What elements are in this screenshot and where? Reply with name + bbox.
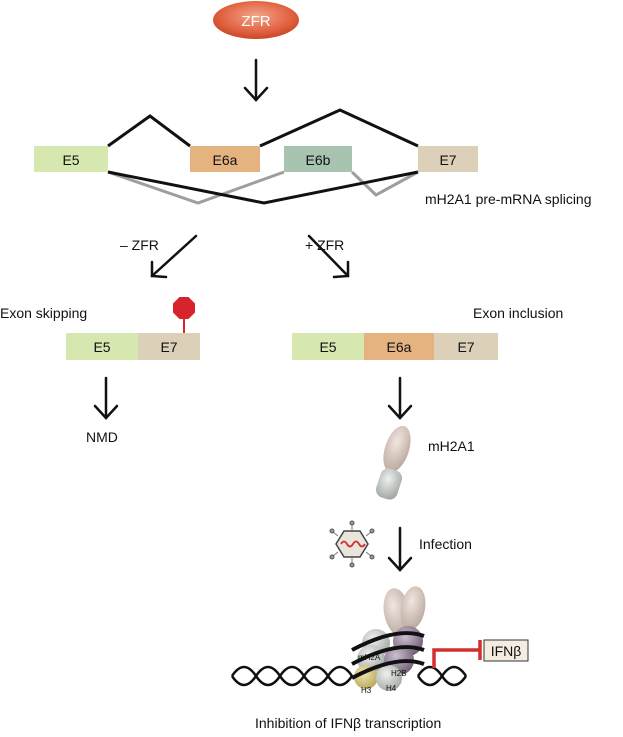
exon-e6b-box [284, 146, 352, 172]
dna-helix [230, 665, 468, 687]
histone-h2b-label: H2B [391, 669, 407, 678]
skipped-mrna: E5 E7 [66, 333, 200, 360]
histone-mh2a-label: mH2A [358, 653, 381, 662]
virus-icon [329, 520, 375, 568]
histone-h3-label: H3 [361, 686, 372, 695]
inhibition-caption: Inhibition of IFNβ transcription [255, 715, 441, 731]
ifnb-gene-label: IFNβ [491, 643, 522, 659]
inc-exon-e5-label: E5 [319, 339, 336, 355]
inc-exon-e5-box [292, 333, 364, 360]
nucleosome [351, 586, 426, 691]
stop-sign-icon [173, 297, 195, 333]
exon-e5-label: E5 [62, 152, 79, 168]
exon-skipping-title: Exon skipping [0, 305, 87, 321]
arrow-down-nmd-icon [93, 376, 119, 420]
exon-e6b-label: E6b [306, 152, 331, 168]
inc-exon-e7-label: E7 [457, 339, 474, 355]
arrow-down-icon [243, 58, 269, 102]
inhibition-arrow-icon [432, 640, 482, 668]
inc-exon-e6a-label: E6a [387, 339, 412, 355]
zfr-label: ZFR [241, 13, 270, 30]
included-mrna: E5 E6a E7 [292, 333, 498, 360]
nmd-label: NMD [86, 429, 118, 445]
skip-exon-e7-label: E7 [160, 339, 177, 355]
exon-e6a-box [190, 146, 260, 172]
skip-exon-e7-box [138, 333, 200, 360]
mh2a1-protein-icon [375, 425, 411, 500]
inc-exon-e7-box [434, 333, 498, 360]
exon-e7-label: E7 [439, 152, 456, 168]
splice-junctions [107, 108, 419, 205]
branch-arrow-right-icon [307, 234, 350, 279]
branch-arrow-left-icon [150, 234, 198, 279]
pre-mrna: E5 E6a E6b E7 [34, 146, 478, 172]
ifnb-gene-box [483, 639, 529, 662]
skip-exon-e5-label: E5 [93, 339, 110, 355]
arrow-down-infection-icon [387, 526, 413, 572]
plus-zfr-label: + ZFR [305, 237, 344, 253]
histone-h4-label: H4 [386, 684, 397, 693]
splicing-caption: mH2A1 pre-mRNA splicing [425, 191, 592, 207]
exon-inclusion-title: Exon inclusion [473, 305, 563, 321]
inc-exon-e6a-box [364, 333, 434, 360]
exon-e7-box [418, 146, 478, 172]
arrow-down-translation-icon [387, 376, 413, 420]
mh2a1-label: mH2A1 [428, 438, 475, 454]
infection-label: Infection [419, 536, 472, 552]
zfr-protein: ZFR [213, 1, 299, 39]
exon-e6a-label: E6a [213, 152, 238, 168]
minus-zfr-label: – ZFR [120, 237, 159, 253]
skip-exon-e5-box [66, 333, 138, 360]
exon-e5-box [34, 146, 108, 172]
